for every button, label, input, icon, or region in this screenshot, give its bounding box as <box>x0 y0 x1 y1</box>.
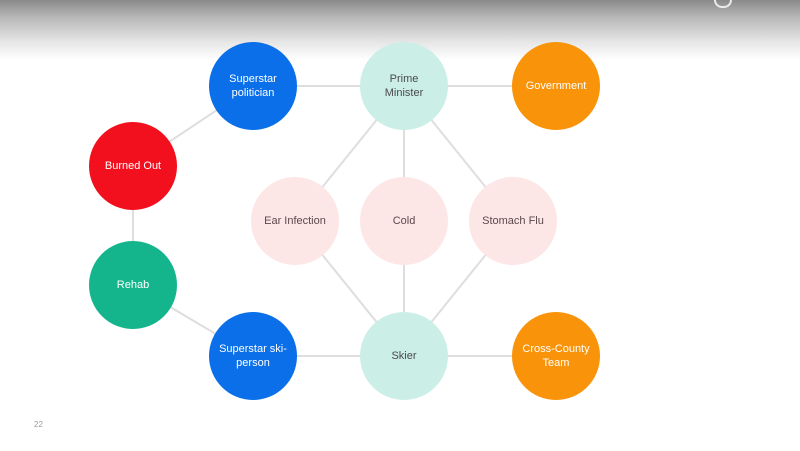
node-cold: Cold <box>360 177 448 265</box>
node-burned-out: Burned Out <box>89 122 177 210</box>
page-number: 22 <box>34 420 43 429</box>
node-rehab: Rehab <box>89 241 177 329</box>
node-prime-minister: Prime Minister <box>360 42 448 130</box>
node-superstar-politician: Superstar politician <box>209 42 297 130</box>
node-ear-infection: Ear Infection <box>251 177 339 265</box>
node-stomach-flu: Stomach Flu <box>469 177 557 265</box>
node-skier: Skier <box>360 312 448 400</box>
node-superstar-ski-person: Superstar ski-person <box>209 312 297 400</box>
node-cross-county-team: Cross-County Team <box>512 312 600 400</box>
node-government: Government <box>512 42 600 130</box>
